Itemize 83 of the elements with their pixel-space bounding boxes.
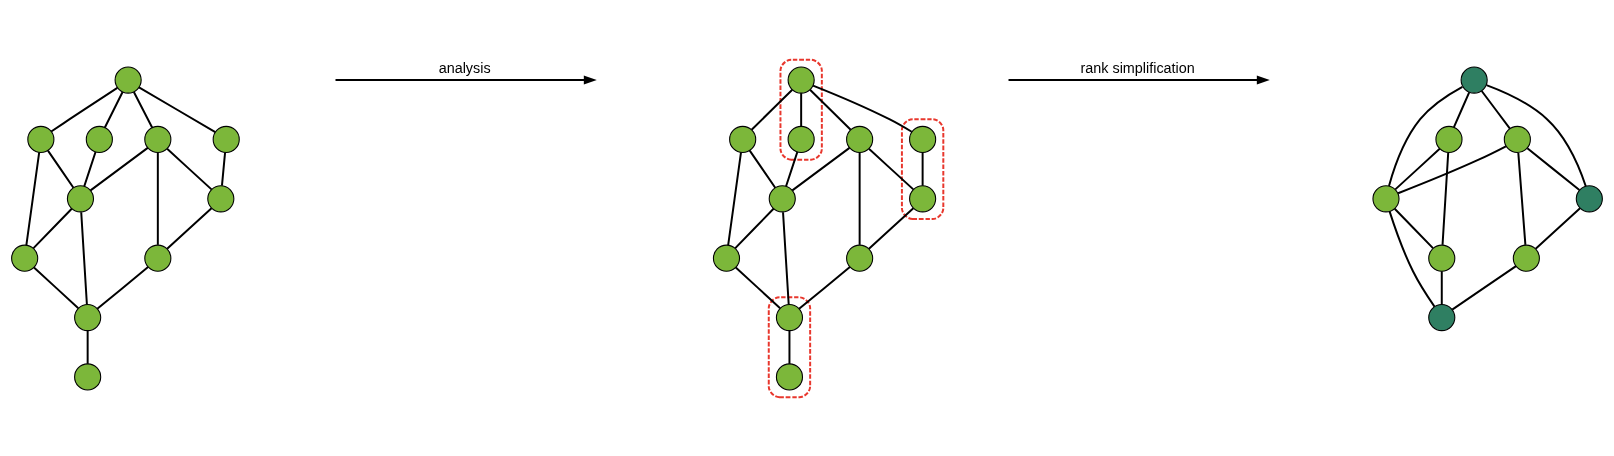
node-circle [144, 244, 172, 272]
connector [734, 207, 775, 249]
node-circle [846, 244, 874, 272]
node-circle [909, 125, 937, 153]
connector [921, 151, 924, 187]
node-circle [768, 184, 796, 212]
node-circle [144, 125, 172, 153]
node-circle [212, 125, 240, 153]
node-circle [787, 125, 815, 153]
node-circle [74, 362, 102, 391]
node-circle [114, 65, 142, 94]
connector [727, 150, 742, 246]
node-circle [1428, 244, 1456, 272]
connector [858, 151, 861, 246]
connector [1388, 209, 1436, 308]
node-circle [11, 244, 39, 272]
connector [86, 329, 89, 365]
node-circle [846, 125, 874, 153]
connector [138, 85, 217, 133]
connector [32, 266, 80, 309]
connector [50, 86, 119, 132]
connector [809, 88, 852, 131]
label: analysis [438, 59, 491, 76]
connector [1397, 144, 1507, 194]
node-circle [1435, 125, 1463, 153]
connector [812, 84, 913, 133]
node-circle [1512, 244, 1540, 272]
connector [748, 149, 777, 189]
node-circle [909, 184, 937, 212]
node-circle [1428, 303, 1456, 331]
connector [220, 151, 227, 187]
connector [782, 210, 790, 305]
connector [798, 265, 851, 310]
label: rank simplification [1080, 59, 1195, 76]
connector [1394, 147, 1441, 190]
cluster [900, 117, 945, 220]
connector [1480, 89, 1511, 130]
connector [80, 210, 88, 305]
node-circle [775, 362, 804, 391]
connector [166, 147, 213, 190]
connector [25, 150, 41, 246]
connector [734, 266, 782, 309]
node-circle [66, 184, 95, 212]
connector [156, 151, 159, 246]
connector [868, 206, 915, 250]
node-circle [1575, 184, 1603, 212]
node-circle [27, 125, 55, 153]
node-circle [729, 125, 757, 153]
connector [1441, 151, 1450, 246]
connector [96, 265, 150, 310]
connector [791, 146, 851, 191]
connector [1526, 146, 1581, 191]
node-circle [207, 184, 235, 212]
connector [800, 91, 803, 127]
cluster [767, 295, 812, 398]
connector [1485, 83, 1587, 187]
connector [1534, 206, 1582, 250]
connector [750, 88, 794, 131]
node-circle [74, 303, 102, 331]
connector [46, 149, 75, 189]
connector [867, 147, 915, 190]
connector [132, 90, 154, 128]
connector [32, 207, 73, 249]
connector [1451, 264, 1517, 311]
node-circle [775, 303, 804, 331]
connector [785, 150, 799, 187]
cluster [779, 58, 823, 161]
node-circle [1460, 65, 1488, 94]
connector [788, 329, 791, 365]
connector [1388, 85, 1464, 187]
connector [1452, 90, 1471, 128]
node-circle [712, 244, 741, 272]
connector [83, 150, 97, 187]
connector [1517, 151, 1527, 246]
node-circle [1503, 125, 1531, 153]
connector [1440, 269, 1443, 305]
connector [1393, 207, 1434, 249]
connector [166, 206, 213, 250]
connector [103, 90, 124, 128]
node-circle [85, 125, 113, 153]
node-circle [787, 65, 815, 94]
connector [89, 146, 149, 191]
node-circle [1372, 184, 1400, 212]
